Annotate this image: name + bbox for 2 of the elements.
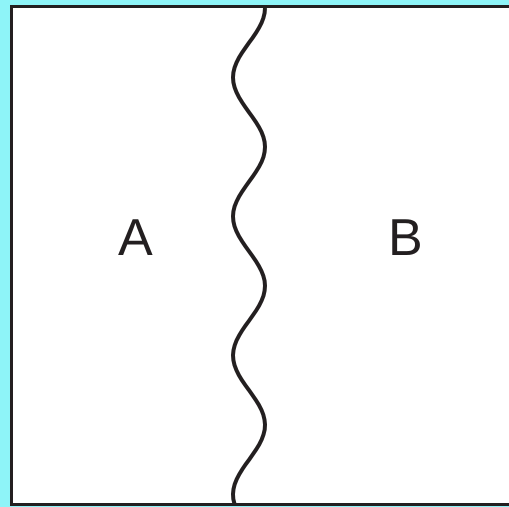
region-label: B (388, 212, 423, 264)
region-label: A (118, 212, 153, 264)
